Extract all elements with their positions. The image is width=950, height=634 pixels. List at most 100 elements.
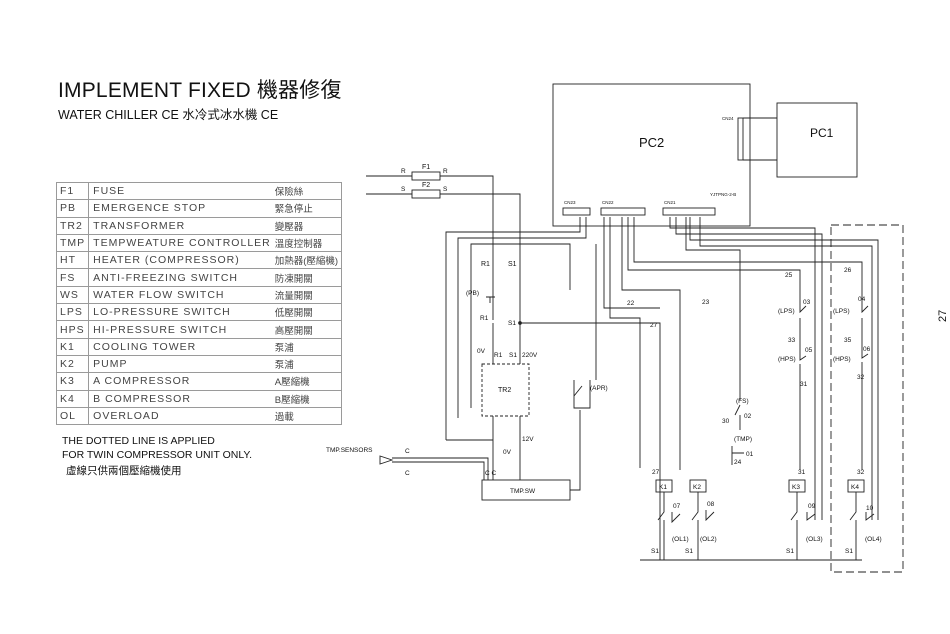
tr2-label: TR2: [498, 387, 511, 394]
wire-25-label: 25: [785, 272, 793, 279]
s1-bottom-label-2: S1: [685, 548, 693, 555]
fuse-f2: [411, 189, 441, 199]
r1-label-top: R1: [481, 261, 490, 268]
wire-board-right: [669, 217, 879, 520]
wire-r-left-label: R: [401, 168, 406, 175]
hps-b-label: (HPS): [833, 356, 851, 363]
legend-description: WATER FLOW SWITCH: [88, 285, 271, 305]
wire-s-right-label: S: [443, 186, 448, 193]
pc1-connector-outline: [743, 117, 777, 161]
wire-26-label: 26: [844, 267, 852, 274]
ov-label-low: 0V: [503, 449, 512, 456]
wire-frame-inner: [457, 217, 587, 418]
cn22-connector: [600, 207, 646, 216]
tmp-label: (TMP): [734, 436, 752, 443]
wire-27-label-k1: 27: [652, 469, 660, 476]
cc-label: C C: [485, 470, 497, 477]
twin-compressor-dotted-frame: [830, 224, 904, 573]
wire-01-label: 01: [746, 451, 754, 458]
transformer-tr2: [481, 363, 530, 417]
overload-ol3: [790, 492, 816, 560]
apr-label: (APR): [590, 385, 608, 392]
lps-a-switch: [799, 300, 807, 350]
wire-08-label: 08: [707, 501, 715, 508]
lps-a-label: (LPS): [778, 308, 795, 315]
s1-label-top: S1: [508, 261, 517, 268]
c-label-1: C: [405, 448, 410, 455]
wire-22: [603, 217, 660, 309]
fuse-f2-label: F2: [422, 182, 430, 189]
cn21-label: CN21: [664, 200, 676, 205]
diagram-title: IMPLEMENT FIXED 機器修復: [58, 79, 342, 102]
lps-b-switch: [861, 300, 869, 348]
wire-32-label-k4: 32: [857, 469, 865, 476]
legend-description: COOLING TOWER: [88, 337, 271, 356]
wire-frame-third: [470, 243, 571, 408]
cn24-label: CN24: [722, 116, 734, 121]
wire-03-label: 03: [803, 299, 811, 306]
wire-tr-secondary: [492, 416, 521, 480]
legend-code: TR2: [55, 216, 90, 235]
wire-fs-tmp: [685, 217, 741, 400]
legend-code: K4: [55, 389, 90, 408]
tmp-sensor-probe: [379, 455, 394, 465]
s1-bottom-label-1: S1: [651, 548, 659, 555]
wire-32-label-top: 32: [857, 374, 865, 381]
note-line-1: THE DOTTED LINE IS APPLIED: [62, 435, 215, 447]
board-model-label: YJTPNG-2-B: [710, 192, 736, 197]
diagram-subtitle: WATER CHILLER CE 水冷式冰水機 CE: [58, 108, 279, 122]
tmp-contact: [731, 446, 744, 465]
c-label-2: C: [405, 470, 410, 477]
wire-26: [633, 217, 863, 300]
wire-25: [627, 217, 801, 300]
k3-label: K3: [792, 484, 800, 491]
tmp-sensor-wires: [392, 457, 489, 480]
wire-22-label: 22: [627, 300, 635, 307]
ov-label: 0V: [477, 348, 486, 355]
wire-r-right-label: R: [443, 168, 448, 175]
wire-24-label: 24: [734, 459, 742, 466]
wire-04-label: 04: [858, 296, 866, 303]
fs-label: (FS): [736, 398, 749, 405]
ol3-label: (OL3): [806, 536, 823, 543]
legend-code: TMP: [55, 233, 90, 253]
wire-s-left-label: S: [401, 186, 406, 193]
wire-27: [609, 217, 641, 468]
note-line-2: FOR TWIN COMPRESSOR UNIT ONLY.: [62, 449, 252, 461]
wire-31-label-top: 31: [800, 381, 808, 388]
wire-30-label: 30: [722, 418, 730, 425]
pc1-box: [776, 102, 858, 178]
legend-chinese: 過載: [270, 406, 342, 426]
pb-label: (PB): [466, 290, 479, 297]
wire-02-label: 02: [744, 413, 752, 420]
cn23-connector: [562, 207, 591, 216]
hps-a-switch: [799, 350, 807, 470]
fuse-f1: [411, 171, 441, 181]
wire-23-label: 23: [702, 299, 710, 306]
wire-23: [621, 217, 681, 470]
hps-b-switch: [861, 348, 869, 470]
overload-ol2: [691, 492, 715, 560]
hps-a-label: (HPS): [778, 356, 796, 363]
ol4-label: (OL4): [865, 536, 882, 543]
emergency-stop-switch: [486, 290, 521, 323]
page-number: 27: [937, 310, 949, 322]
legend-description: ANTI-FREEZING SWITCH: [88, 268, 271, 287]
r1-label-mid: R1: [480, 315, 489, 322]
cn23-label: CN23: [564, 200, 576, 205]
overload-ol1: [657, 492, 681, 560]
wire-35-label: 35: [844, 337, 852, 344]
cn24-connector: [737, 117, 744, 161]
